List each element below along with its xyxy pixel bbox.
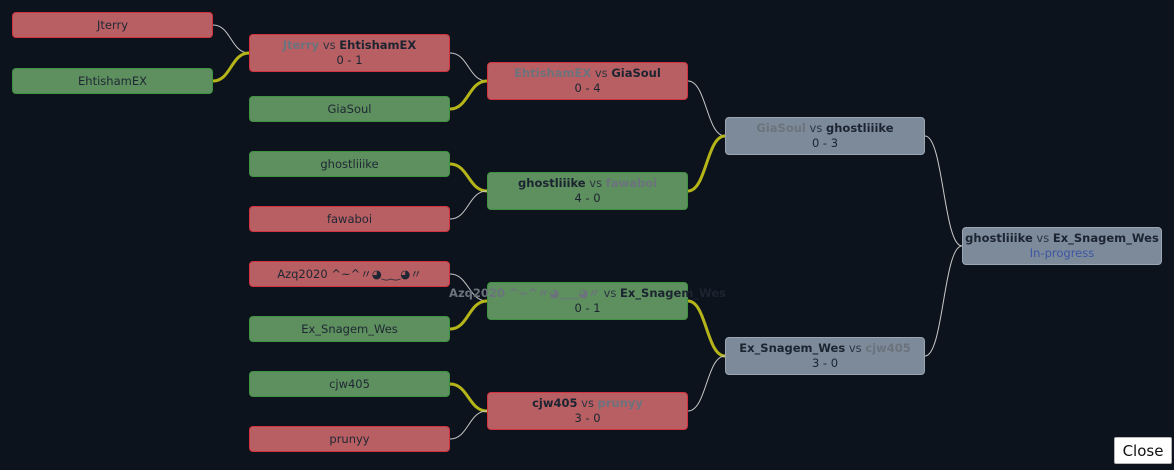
player-name: Ex_Snagem_Wes [301, 321, 398, 336]
match-jterry-vs-ehtishamex[interactable]: Jterry vs EhtishamEX 0 - 1 [249, 34, 450, 72]
match-player1: cjw405 [532, 396, 578, 410]
match-player1: ghostliiike [965, 231, 1033, 245]
winner-connector [687, 299, 726, 358]
match-player1: Ex_Snagem_Wes [739, 341, 846, 355]
player-prunyy[interactable]: prunyy [249, 426, 450, 452]
player-name: prunyy [329, 431, 370, 446]
match-player2: Ex_Snagem_Wes [620, 286, 726, 300]
match-title: GiaSoul vs ghostliiike [756, 121, 893, 136]
match-status: In-progress [1029, 246, 1095, 260]
player-name: Jterry [96, 17, 129, 32]
bracket-connector [449, 52, 488, 82]
match-score: 4 - 0 [574, 191, 601, 205]
match-player1: Azq2020 ^~^〃◕‿‿◕〃 [449, 286, 600, 300]
match-title: cjw405 vs prunyy [532, 396, 643, 411]
player-giasoul[interactable]: GiaSoul [249, 96, 450, 122]
match-vs: vs [581, 396, 594, 410]
bracket-connector [687, 355, 726, 412]
match-ex-snagem-wes-vs-cjw405[interactable]: Ex_Snagem_Wes vs cjw405 3 - 0 [725, 337, 925, 375]
match-player2: EhtishamEX [339, 38, 417, 52]
player-cjw405[interactable]: cjw405 [249, 371, 450, 397]
player-fawaboi[interactable]: fawaboi [249, 206, 450, 232]
winner-connector [449, 79, 488, 111]
match-score: 0 - 4 [574, 81, 601, 95]
match-player1: Jterry [282, 38, 320, 52]
match-score: 0 - 3 [811, 136, 839, 150]
match-player1: EhtishamEX [514, 66, 592, 80]
match-player2: fawaboi [605, 176, 657, 190]
match-player2: GiaSoul [611, 66, 661, 80]
match-vs: vs [603, 286, 617, 300]
match-cjw405-vs-prunyy[interactable]: cjw405 vs prunyy 3 - 0 [487, 392, 688, 430]
player-name: GiaSoul [327, 101, 372, 116]
player-name: ghostliiike [320, 156, 379, 171]
player-name: Azq2020 ^~^〃◕‿‿◕〃 [277, 266, 422, 281]
match-vs: vs [809, 121, 823, 135]
winner-connector [212, 51, 250, 83]
player-ex-snagem-wes[interactable]: Ex_Snagem_Wes [249, 316, 450, 342]
match-azq2020-vs-ex-snagem-wes[interactable]: Azq2020 ^~^〃◕‿‿◕〃 vs Ex_Snagem_Wes 0 - 1 [449, 282, 726, 320]
match-title: Azq2020 ^~^〃◕‿‿◕〃 vs Ex_Snagem_Wes [449, 286, 726, 301]
winner-connector [449, 382, 488, 413]
match-title: ghostliiike vs Ex_Snagem_Wes [965, 231, 1159, 246]
match-title: Ex_Snagem_Wes vs cjw405 [739, 341, 910, 356]
bracket-connector [924, 135, 963, 247]
bracket-connector [687, 80, 726, 137]
match-player2: Ex_Snagem_Wes [1052, 231, 1159, 245]
match-score: 0 - 1 [574, 301, 601, 315]
player-name: cjw405 [329, 376, 370, 391]
match-title: ghostliiike vs fawaboi [518, 176, 657, 191]
match-vs: vs [1036, 231, 1050, 245]
match-ghostliiike-vs-fawaboi[interactable]: ghostliiike vs fawaboi 4 - 0 [487, 172, 688, 210]
bracket-connector [449, 410, 488, 440]
match-vs: vs [848, 341, 862, 355]
match-vs: vs [594, 66, 608, 80]
match-player2: prunyy [597, 396, 643, 410]
bracket-connector [924, 245, 963, 357]
match-giasoul-vs-ghostliiike[interactable]: GiaSoul vs ghostliiike 0 - 3 [725, 117, 925, 155]
match-player2: cjw405 [865, 341, 911, 355]
player-name: EhtishamEX [78, 73, 147, 88]
match-score: 3 - 0 [811, 356, 839, 370]
match-ehtishamex-vs-giasoul[interactable]: EhtishamEX vs GiaSoul 0 - 4 [487, 62, 688, 100]
winner-connector [449, 162, 488, 193]
match-title: EhtishamEX vs GiaSoul [514, 66, 661, 81]
match-title: Jterry vs EhtishamEX [283, 38, 417, 53]
match-vs: vs [589, 176, 603, 190]
player-jterry[interactable]: Jterry [12, 12, 213, 38]
player-azq2020[interactable]: Azq2020 ^~^〃◕‿‿◕〃 [249, 261, 450, 287]
winner-connector [687, 134, 726, 193]
winner-connector [449, 299, 488, 331]
close-button[interactable]: Close [1114, 437, 1172, 464]
match-final[interactable]: ghostliiike vs Ex_Snagem_Wes In-progress [962, 227, 1162, 265]
player-ehtishamex[interactable]: EhtishamEX [12, 68, 213, 94]
match-player2: ghostliiike [826, 121, 894, 135]
bracket-connector [449, 190, 488, 220]
match-vs: vs [322, 38, 336, 52]
bracket-connector [212, 24, 250, 54]
player-name: fawaboi [326, 211, 373, 226]
player-ghostliiike[interactable]: ghostliiike [249, 151, 450, 177]
match-score: 3 - 0 [574, 411, 601, 425]
match-player1: ghostliiike [518, 176, 586, 190]
match-player1: GiaSoul [756, 121, 806, 135]
match-score: 0 - 1 [336, 53, 363, 67]
